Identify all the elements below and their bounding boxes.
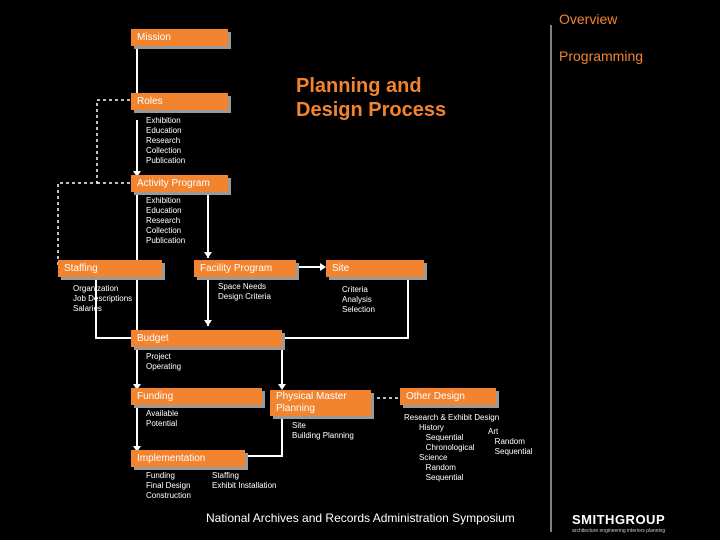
implementation-notes-right: Staffing Exhibit Installation (212, 471, 277, 490)
footer-text: National Archives and Records Administra… (206, 511, 515, 525)
mission-box[interactable]: Mission (131, 29, 228, 46)
activity-notes: Exhibition Education Research Collection… (146, 196, 186, 245)
staffing-notes: Organization Job Descriptions Salaries (73, 284, 133, 313)
staffing-box[interactable]: Staffing (58, 260, 162, 277)
physical-notes: Site Building Planning (292, 421, 354, 440)
other-design-heading: Research & Exhibit Design (404, 413, 500, 422)
title-line-2: Design Process (296, 99, 447, 121)
activity-program-box[interactable]: Activity Program (131, 175, 228, 192)
site-box[interactable]: Site (326, 260, 424, 277)
logo-tagline: architecture engineering interiors plann… (572, 528, 666, 534)
funding-box[interactable]: Funding (131, 388, 262, 405)
other-design-box[interactable]: Other Design (400, 388, 496, 405)
facility-notes: Space Needs Design Criteria (218, 282, 271, 301)
roles-box[interactable]: Roles (131, 93, 228, 110)
budget-box[interactable]: Budget (131, 330, 282, 347)
programming-link[interactable]: Programming (559, 48, 644, 64)
funding-notes: Available Potential (146, 409, 179, 428)
budget-notes: Project Operating (146, 352, 182, 371)
page-title: Planning and Design Process (296, 74, 446, 122)
roles-notes: Exhibition Education Research Collection… (146, 116, 186, 165)
other-design-col2: Art Random Sequential (488, 427, 533, 456)
facility-program-box[interactable]: Facility Program (194, 260, 296, 277)
implementation-box[interactable]: Implementation (131, 450, 245, 467)
smithgroup-logo: SMITHGROUP (572, 512, 666, 527)
site-notes: Criteria Analysis Selection (342, 285, 375, 314)
physical-master-planning-box[interactable]: Physical Master Planning (270, 390, 371, 416)
overview-link[interactable]: Overview (559, 11, 618, 27)
other-design-col1: History Sequential Chronological Science… (419, 423, 475, 482)
implementation-notes-left: Funding Final Design Construction (146, 471, 191, 500)
title-line-1: Planning and (296, 75, 422, 97)
